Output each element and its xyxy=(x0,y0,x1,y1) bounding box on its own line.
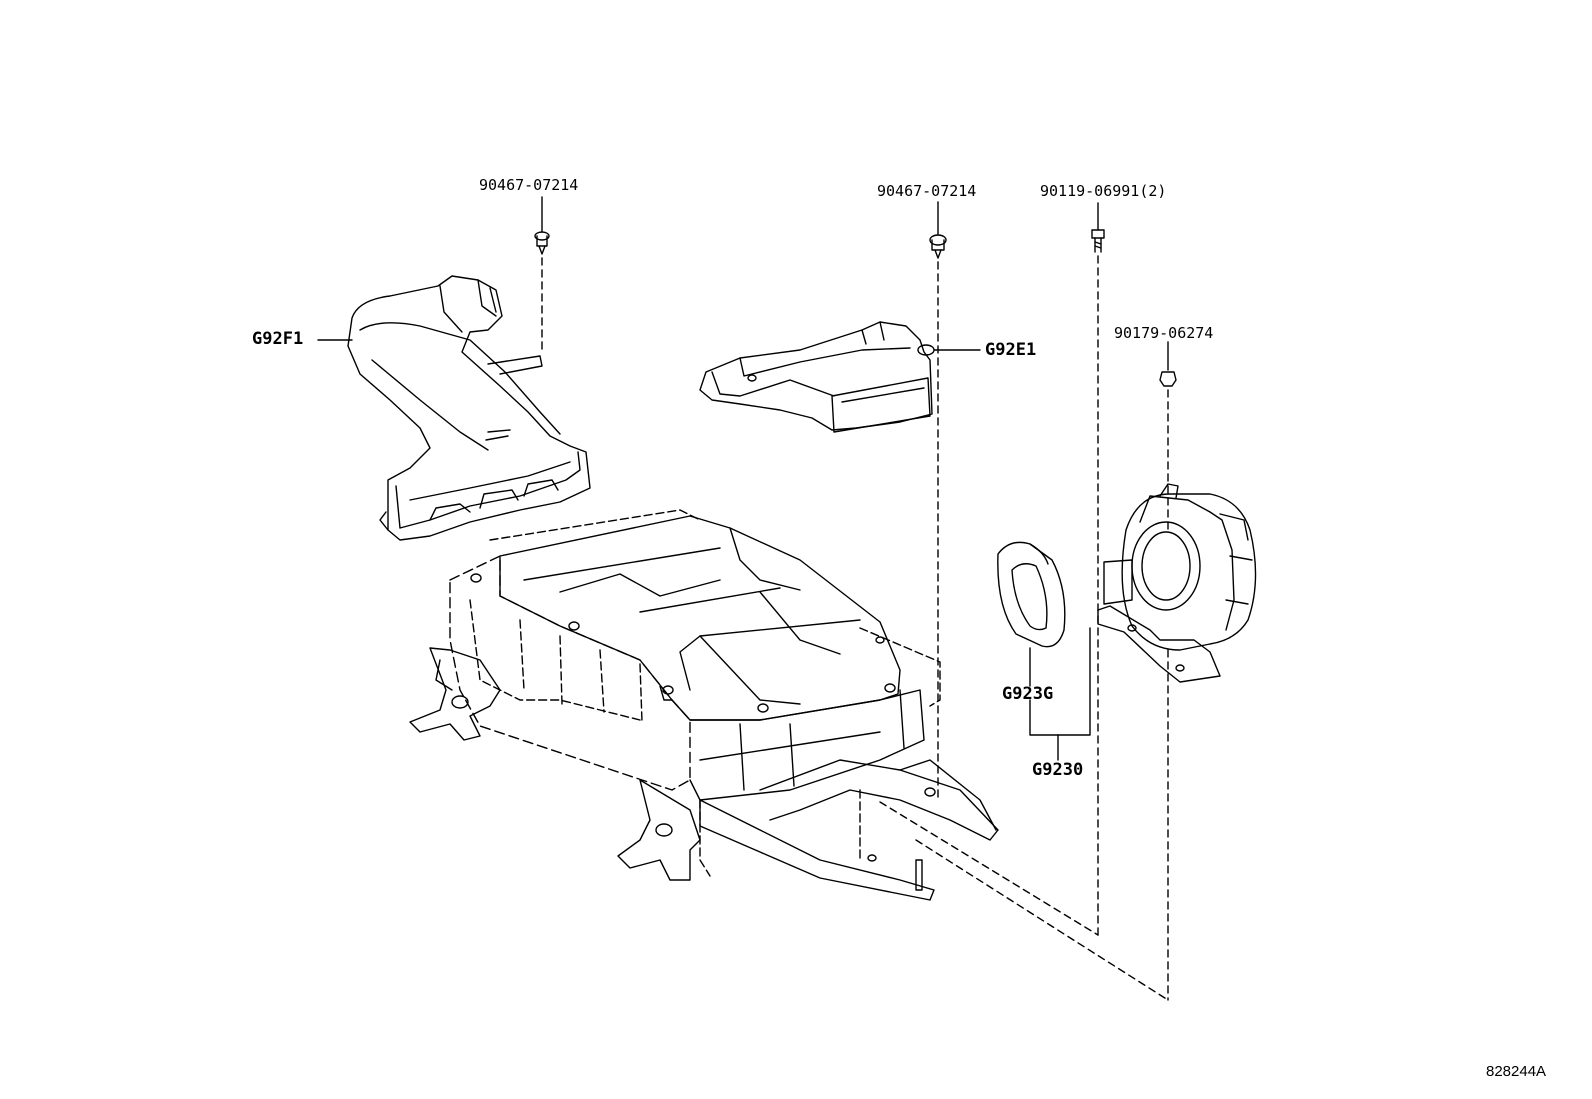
seal-ring-g923g[interactable] xyxy=(997,541,1066,648)
callout-g923g: G923G xyxy=(1002,684,1054,704)
callout-g92e1: G92E1 xyxy=(985,340,1037,360)
bolt-fastener[interactable] xyxy=(1091,202,1105,253)
part-number-middle-clip: 90467-07214 xyxy=(877,182,977,200)
blower-fan-g9230[interactable] xyxy=(1097,483,1257,683)
leader-bolt-route xyxy=(879,801,1099,936)
part-number-bolt: 90119-06991(2) xyxy=(1040,182,1167,200)
leader-nut-route xyxy=(915,839,1169,1001)
callout-g92f1: G92F1 xyxy=(252,329,304,349)
part-number-nut: 90179-06274 xyxy=(1114,324,1214,342)
hv-battery-pack[interactable] xyxy=(409,509,999,901)
air-duct-g92f1[interactable] xyxy=(347,275,591,541)
part-number-left-clip: 90467-07214 xyxy=(479,176,579,194)
air-duct-g92e1[interactable] xyxy=(699,321,935,433)
nut-fastener[interactable] xyxy=(1159,341,1177,387)
clip-fastener-middle[interactable] xyxy=(929,201,947,259)
figure-id: 828244A xyxy=(1486,1063,1547,1080)
clip-fastener-left[interactable] xyxy=(534,196,550,255)
callout-g9230: G9230 xyxy=(1032,760,1084,780)
leader-g9230 xyxy=(1029,627,1091,736)
